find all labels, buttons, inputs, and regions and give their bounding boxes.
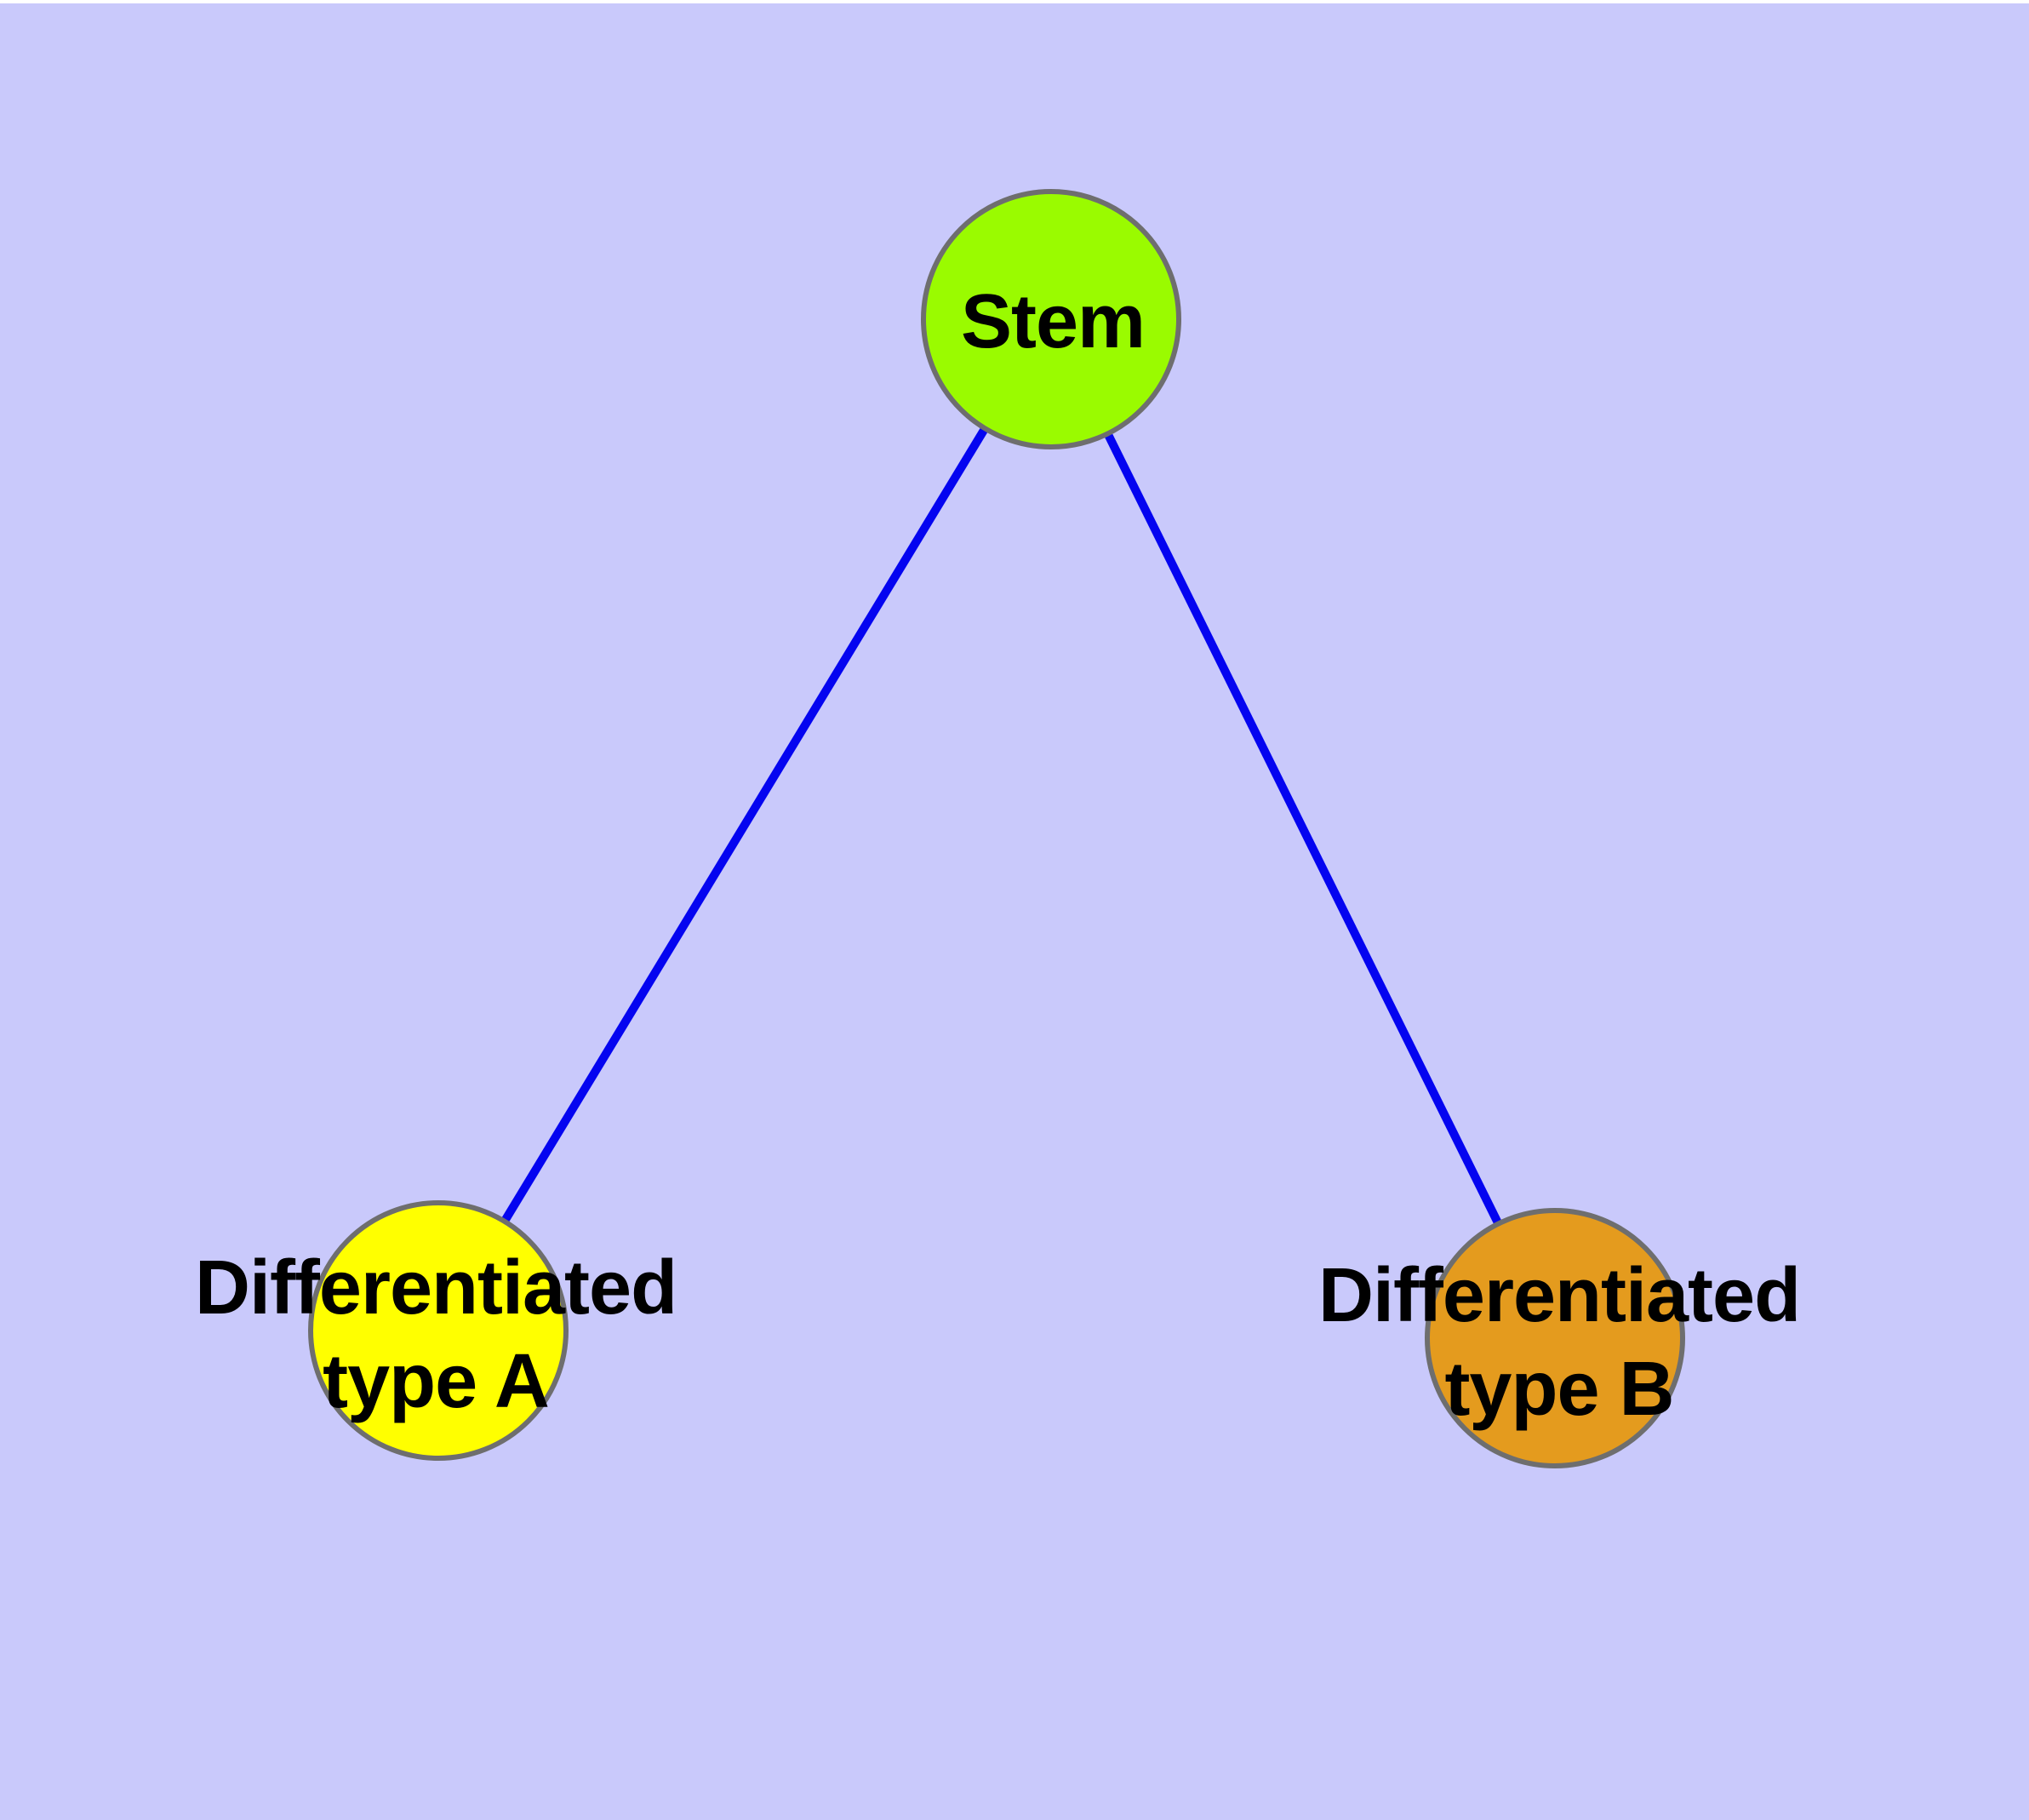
edge-stem-to-type-a <box>434 317 1055 1333</box>
node-stem[interactable] <box>921 189 1181 449</box>
edge-stem-to-type-b <box>1047 317 1559 1341</box>
node-differentiated-type-b[interactable] <box>1425 1208 1685 1468</box>
node-differentiated-type-a[interactable] <box>308 1200 569 1461</box>
